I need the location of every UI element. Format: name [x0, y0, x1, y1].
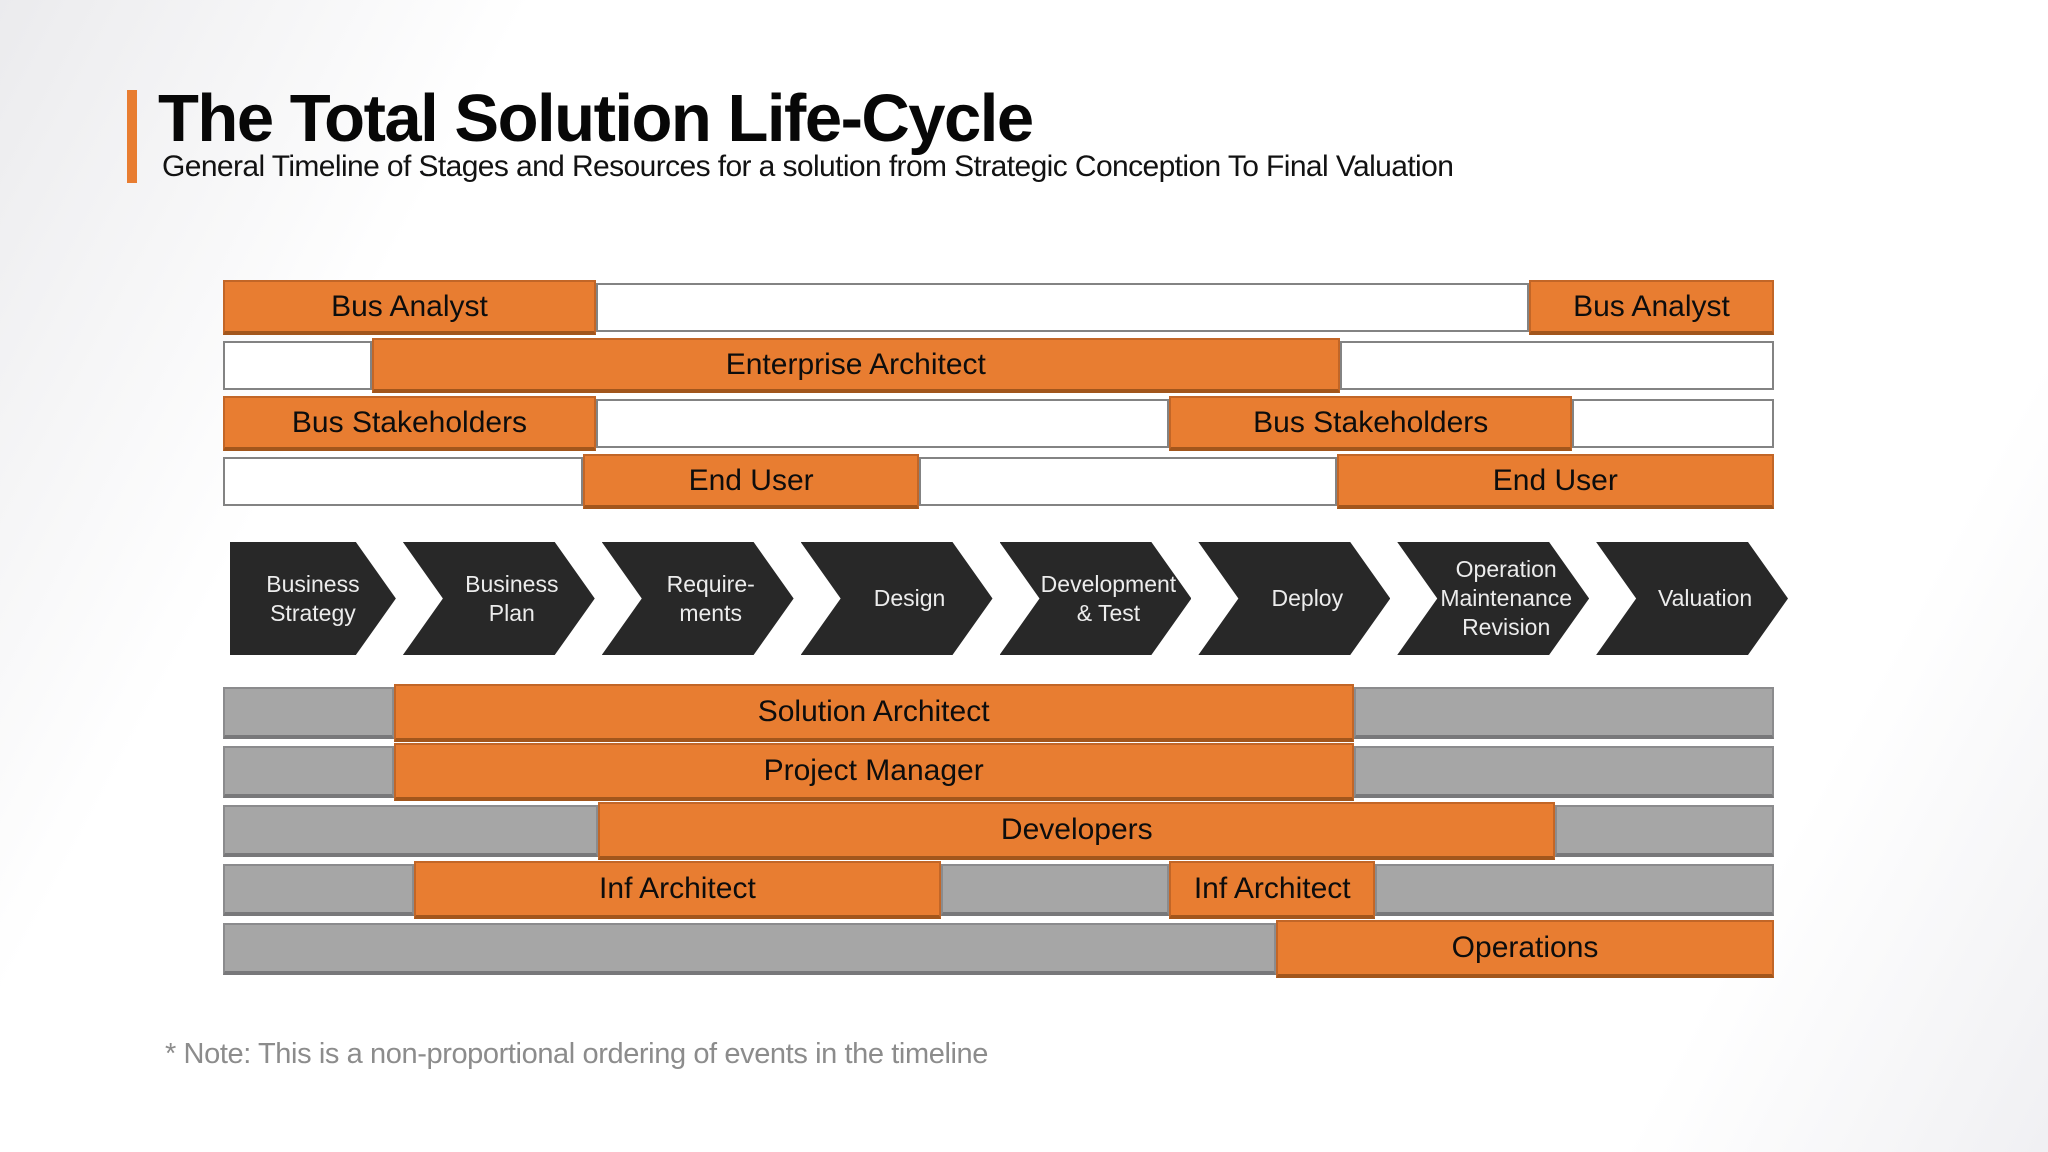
- resource-segment-empty: [223, 923, 1277, 975]
- resource-segment-empty: [1572, 399, 1774, 448]
- resource-segment-empty: [223, 457, 583, 506]
- resource-segment-empty: [1375, 864, 1774, 916]
- resource-row-developers: Developers: [223, 802, 1774, 860]
- segment-label: Bus Stakeholders: [291, 405, 528, 439]
- resource-segment-empty: [941, 864, 1170, 916]
- resource-segment: End User: [582, 454, 920, 509]
- resource-segment-empty: [223, 687, 394, 739]
- stage-development-test: Development & Test: [1000, 542, 1192, 655]
- segment-label: End User: [1492, 463, 1618, 497]
- resource-segment-empty: [1339, 341, 1774, 390]
- stage-business-strategy: Business Strategy: [230, 542, 396, 655]
- resource-segment: Operations: [1276, 920, 1774, 978]
- segment-label: Inf Architect: [1193, 872, 1351, 905]
- segment-label: Enterprise Architect: [725, 347, 986, 381]
- resource-row-bus-analyst: Bus Analyst Bus Analyst: [223, 280, 1774, 335]
- resource-segment: Developers: [598, 802, 1556, 860]
- resource-segment: Bus Stakeholders: [223, 396, 596, 451]
- resource-segment: Inf Architect: [1169, 861, 1376, 919]
- resource-segment-empty: [223, 805, 599, 857]
- resource-segment-empty: [1555, 805, 1774, 857]
- title-accent-bar: [127, 90, 137, 183]
- resource-segment: Bus Analyst: [1528, 280, 1774, 335]
- resource-segment: Project Manager: [393, 743, 1354, 801]
- resource-segment-empty: [223, 864, 414, 916]
- segment-label: Project Manager: [763, 754, 984, 787]
- resource-row-project-manager: Project Manager: [223, 743, 1774, 801]
- segment-label: Developers: [1000, 813, 1153, 846]
- resource-row-end-user: End User End User: [223, 454, 1774, 509]
- segment-label: End User: [688, 463, 814, 497]
- resource-segment-empty: [1353, 746, 1774, 798]
- resource-row-operations: Operations: [223, 920, 1774, 978]
- resource-row-solution-architect: Solution Architect: [223, 684, 1774, 742]
- segment-label: Inf Architect: [599, 872, 756, 905]
- resource-segment-empty: [596, 399, 1170, 448]
- resource-segment: Inf Architect: [413, 861, 942, 919]
- page-subtitle: General Timeline of Stages and Resources…: [162, 150, 1454, 183]
- segment-label: Bus Analyst: [331, 289, 488, 323]
- stage-requirements: Require- ments: [602, 542, 794, 655]
- footnote: * Note: This is a non-proportional order…: [165, 1038, 989, 1070]
- resource-segment-empty: [223, 341, 372, 390]
- stage-design: Design: [801, 542, 993, 655]
- resource-segment: Bus Analyst: [223, 280, 596, 335]
- resource-segment: Solution Architect: [393, 684, 1354, 742]
- resource-row-enterprise-architect: Enterprise Architect: [223, 338, 1774, 393]
- resource-row-bus-stakeholders: Bus Stakeholders Bus Stakeholders: [223, 396, 1774, 451]
- segment-label: Solution Architect: [757, 695, 990, 728]
- resource-segment-empty: [919, 457, 1337, 506]
- segment-label: Operations: [1451, 931, 1599, 964]
- stage-business-plan: Business Plan: [403, 542, 595, 655]
- timeline-chevron-band: Business Strategy Business Plan Require-…: [230, 542, 1788, 655]
- resource-segment-empty: [1353, 687, 1774, 739]
- resource-segment-empty: [596, 283, 1529, 332]
- segment-label: Bus Analyst: [1573, 289, 1730, 323]
- resource-segment: End User: [1336, 454, 1774, 509]
- resource-segment: Bus Stakeholders: [1169, 396, 1573, 451]
- resource-segment-empty: [223, 746, 394, 798]
- stage-operation-maintenance-revision: Operation Maintenance Revision: [1397, 542, 1589, 655]
- page-title: The Total Solution Life-Cycle: [158, 81, 1034, 156]
- segment-label: Bus Stakeholders: [1253, 405, 1489, 439]
- resource-row-inf-architect: Inf Architect Inf Architect: [223, 861, 1774, 919]
- stage-valuation: Valuation: [1596, 542, 1788, 655]
- resource-segment: Enterprise Architect: [371, 338, 1340, 393]
- stage-deploy: Deploy: [1198, 542, 1390, 655]
